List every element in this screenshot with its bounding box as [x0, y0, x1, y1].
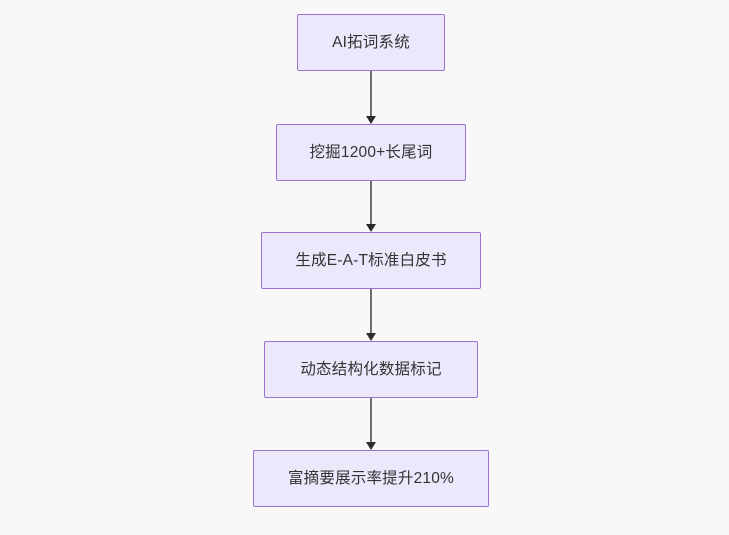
- flow-edge-3: [370, 289, 372, 334]
- flow-node-label: 生成E-A-T标准白皮书: [295, 251, 447, 269]
- flow-node-label: 挖掘1200+长尾词: [309, 143, 433, 161]
- flow-edge-4: [370, 398, 372, 443]
- flow-edge-1: [370, 71, 372, 117]
- flow-edge-3-arrowhead-icon: [366, 333, 376, 341]
- flow-node-ai-keyword-system[interactable]: AI拓词系统: [297, 14, 445, 71]
- flow-edge-1-arrowhead-icon: [366, 116, 376, 124]
- flow-node-generate-eat-whitepaper[interactable]: 生成E-A-T标准白皮书: [261, 232, 481, 289]
- flow-node-label: 动态结构化数据标记: [300, 360, 442, 378]
- flow-node-rich-snippet-rate-increase[interactable]: 富摘要展示率提升210%: [253, 450, 489, 507]
- flow-node-label: AI拓词系统: [332, 33, 410, 51]
- flow-edge-2-arrowhead-icon: [366, 224, 376, 232]
- flow-node-label: 富摘要展示率提升210%: [287, 469, 455, 487]
- flow-node-dynamic-structured-data-markup[interactable]: 动态结构化数据标记: [264, 341, 478, 398]
- flow-edge-4-arrowhead-icon: [366, 442, 376, 450]
- flow-edge-2: [370, 181, 372, 225]
- flow-node-mine-longtail-keywords[interactable]: 挖掘1200+长尾词: [276, 124, 466, 181]
